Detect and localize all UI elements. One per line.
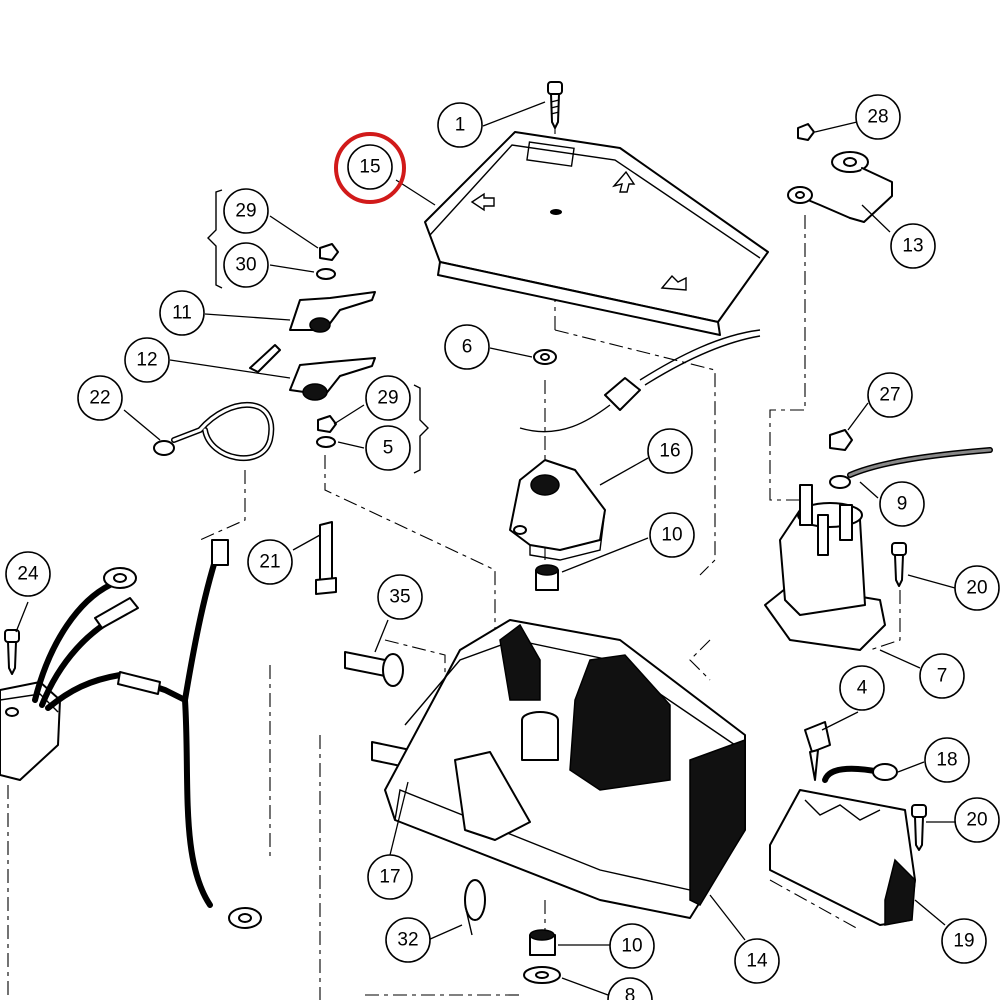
module-24 (0, 629, 61, 781)
solenoid (764, 429, 993, 651)
callout-32[interactable]: 32 (385, 917, 431, 963)
callout-24[interactable]: 24 (5, 551, 51, 597)
svg-text:21: 21 (259, 552, 280, 573)
spacer-10-upper (535, 564, 559, 591)
callout-7[interactable]: 7 (919, 653, 965, 699)
svg-text:29: 29 (377, 388, 398, 409)
battery-box-14 (384, 619, 746, 919)
strap-32 (464, 879, 486, 936)
callout-29-upper[interactable]: 29 (223, 188, 269, 234)
svg-text:10: 10 (621, 936, 642, 957)
svg-text:5: 5 (383, 438, 394, 459)
spacer-10-lower (523, 929, 561, 984)
callout-35[interactable]: 35 (377, 574, 423, 620)
screw-20-lower (911, 804, 927, 851)
svg-text:1: 1 (455, 115, 466, 136)
svg-text:22: 22 (89, 388, 110, 409)
cable-13 (787, 123, 893, 223)
svg-text:32: 32 (397, 930, 418, 951)
svg-text:10: 10 (661, 525, 682, 546)
sector-gear-16 (509, 459, 606, 561)
callout-30[interactable]: 30 (223, 242, 269, 288)
leader-lines (15, 101, 956, 996)
callout-20-lower[interactable]: 20 (954, 797, 1000, 843)
callout-10-upper[interactable]: 10 (649, 512, 695, 558)
callout-1[interactable]: 1 (437, 102, 483, 148)
svg-text:35: 35 (389, 587, 410, 608)
svg-text:6: 6 (462, 337, 473, 358)
callout-4[interactable]: 4 (839, 665, 885, 711)
micro-switch-11 (289, 291, 376, 333)
clip-6 (533, 349, 557, 365)
callout-11[interactable]: 11 (159, 290, 205, 336)
svg-text:19: 19 (953, 931, 974, 952)
svg-text:27: 27 (879, 385, 900, 406)
callout-17[interactable]: 17 (367, 854, 413, 900)
callouts: 1 15 28 13 29 30 11 12 22 29 5 6 16 27 9… (5, 94, 1000, 1000)
svg-text:17: 17 (379, 867, 400, 888)
callout-13[interactable]: 13 (890, 223, 936, 269)
callout-29-lower[interactable]: 29 (365, 375, 411, 421)
callout-20-upper[interactable]: 20 (954, 565, 1000, 611)
svg-text:18: 18 (936, 750, 957, 771)
callout-8[interactable]: 8 (607, 977, 653, 1000)
fuse-block-19 (769, 721, 916, 926)
svg-text:7: 7 (937, 666, 948, 687)
callout-10-lower[interactable]: 10 (609, 923, 655, 969)
svg-text:30: 30 (235, 255, 256, 276)
callout-21[interactable]: 21 (247, 539, 293, 585)
battery-box-cover (424, 131, 769, 336)
wiring-harness (32, 539, 262, 929)
callout-9[interactable]: 9 (879, 481, 925, 527)
cover-screw (547, 81, 563, 129)
svg-text:20: 20 (966, 578, 987, 599)
wire-22 (153, 402, 275, 461)
throttle-cable (519, 329, 761, 433)
svg-text:28: 28 (867, 107, 888, 128)
bolt-35 (344, 651, 404, 687)
svg-text:9: 9 (897, 494, 908, 515)
callout-27[interactable]: 27 (867, 372, 913, 418)
svg-text:4: 4 (857, 678, 868, 699)
callout-28[interactable]: 28 (855, 94, 901, 140)
screw-20-upper (891, 542, 907, 587)
bolt-21 (315, 521, 337, 595)
nut-washer-stack (316, 243, 339, 448)
callout-15[interactable]: 15 (347, 144, 393, 190)
svg-text:12: 12 (136, 350, 157, 371)
micro-switch-12 (249, 344, 376, 401)
svg-text:11: 11 (172, 303, 192, 324)
callout-16[interactable]: 16 (647, 428, 693, 474)
highlight-ring-15 (334, 132, 406, 204)
callout-18[interactable]: 18 (924, 737, 970, 783)
svg-text:29: 29 (235, 201, 256, 222)
grouping-brackets (207, 189, 429, 474)
svg-text:8: 8 (625, 986, 636, 1000)
svg-text:15: 15 (359, 157, 380, 178)
callout-6[interactable]: 6 (444, 324, 490, 370)
svg-text:13: 13 (902, 236, 923, 257)
svg-text:14: 14 (746, 951, 768, 972)
svg-text:20: 20 (966, 810, 987, 831)
callout-5[interactable]: 5 (365, 425, 411, 471)
callout-22[interactable]: 22 (77, 375, 123, 421)
svg-text:16: 16 (659, 441, 680, 462)
callout-12[interactable]: 12 (124, 337, 170, 383)
callout-19[interactable]: 19 (941, 918, 987, 964)
svg-text:24: 24 (17, 564, 39, 585)
callout-14[interactable]: 14 (734, 938, 780, 984)
